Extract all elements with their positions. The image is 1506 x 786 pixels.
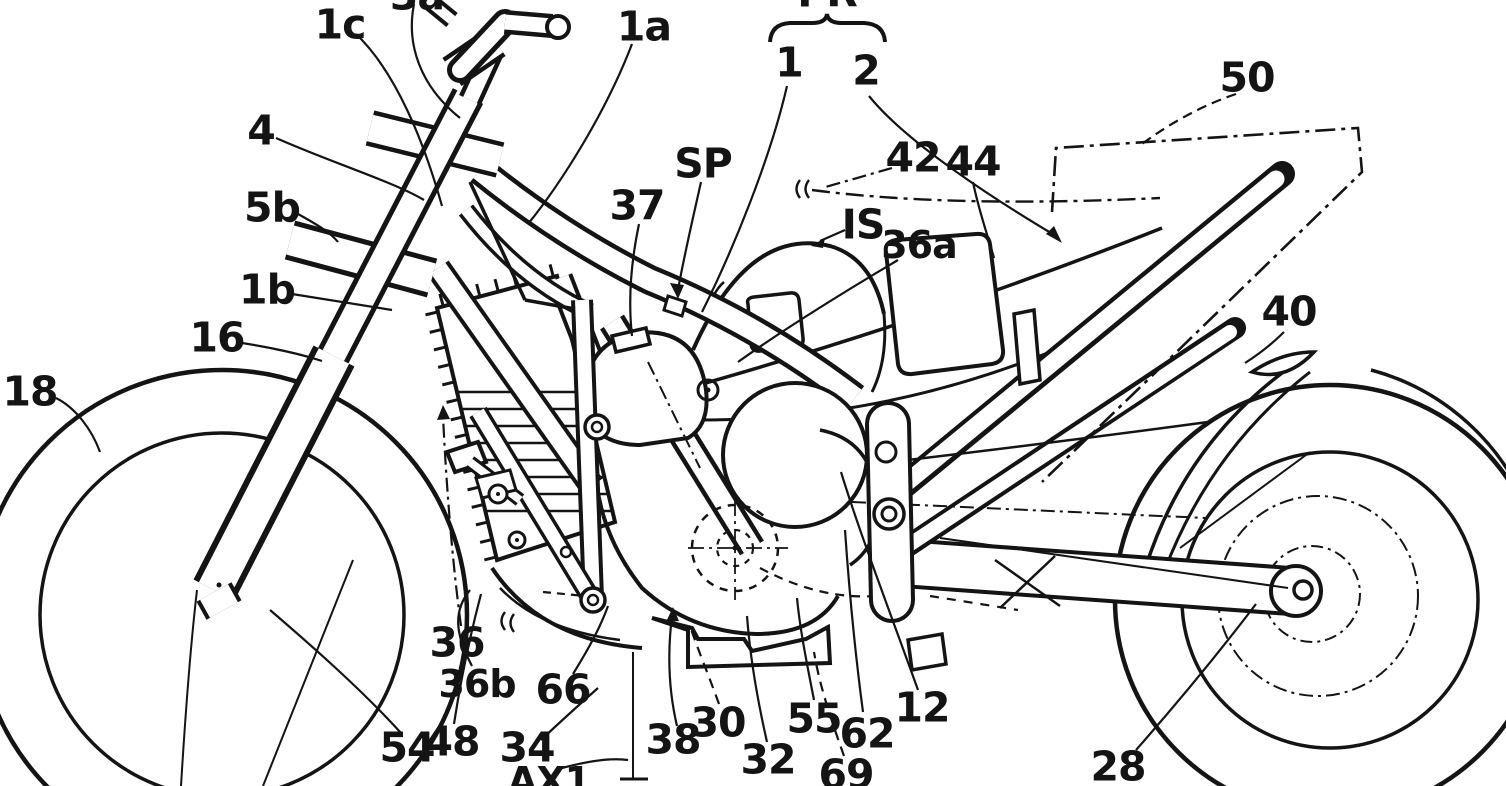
ref-label-40: 40 xyxy=(1261,287,1317,336)
ref-label-28: 28 xyxy=(1090,742,1146,786)
ref-label-50: 50 xyxy=(1219,53,1275,102)
ref-label-36b: 36b xyxy=(438,662,516,706)
ref-label-1b: 1b xyxy=(239,265,296,314)
ref-label-69: 69 xyxy=(818,750,874,786)
ref-label-36: 36 xyxy=(429,618,485,667)
belly-pan xyxy=(651,616,948,673)
ref-label-12: 12 xyxy=(894,683,950,732)
ref-label-3a: 3a xyxy=(390,0,445,17)
ref-label-30: 30 xyxy=(690,698,746,747)
suspension-linkage xyxy=(444,299,643,650)
engine-hanger-plate xyxy=(865,401,915,623)
ref-label-66: 66 xyxy=(535,665,591,714)
ref-label-37: 37 xyxy=(609,181,665,230)
pr-brace xyxy=(768,13,887,43)
leader-lines xyxy=(55,3,1285,770)
ref-label-1c: 1c xyxy=(314,0,367,49)
ref-label-IS: IS xyxy=(841,200,886,249)
ref-label-AX1: AX1 xyxy=(507,759,591,786)
ref-label-18: 18 xyxy=(2,367,58,416)
ref-label-62: 62 xyxy=(839,709,895,758)
ref-label-PR: PR xyxy=(797,0,858,14)
handlebar xyxy=(424,0,571,87)
ax1-axis-line xyxy=(620,652,648,781)
grip-end xyxy=(545,14,571,40)
ref-label-44: 44 xyxy=(945,137,1001,186)
ref-label-1a: 1a xyxy=(616,2,672,51)
rear-subframe xyxy=(687,161,1295,559)
break-squiggle xyxy=(500,611,515,633)
ref-label-34: 34 xyxy=(499,723,555,772)
front-wheel xyxy=(0,367,470,786)
ref-label-32: 32 xyxy=(740,735,796,784)
ref-label-SP: SP xyxy=(674,139,733,188)
harness-phantom-line xyxy=(795,179,1161,203)
ref-label-1: 1 xyxy=(775,38,804,87)
ref-label-36a: 36a xyxy=(881,223,958,267)
ref-label-42: 42 xyxy=(885,133,941,182)
tail-cowl-phantom xyxy=(1041,126,1364,483)
engine-mount-clamp xyxy=(609,325,653,355)
ref-label-16: 16 xyxy=(189,313,245,362)
leader-arrowheads xyxy=(437,226,1062,622)
swingarm xyxy=(901,537,1323,618)
ref-label-2: 2 xyxy=(852,46,881,95)
battery-box xyxy=(883,231,1042,387)
ref-label-5b: 5b xyxy=(244,183,301,232)
ref-label-48: 48 xyxy=(424,717,480,766)
ref-label-4: 4 xyxy=(247,106,276,155)
ref-label-54: 54 xyxy=(379,723,435,772)
spark-plug xyxy=(662,294,688,318)
ref-label-38: 38 xyxy=(645,715,701,764)
front-fork xyxy=(180,0,571,786)
rear-fender xyxy=(1144,350,1319,574)
ref-label-55: 55 xyxy=(786,694,842,743)
